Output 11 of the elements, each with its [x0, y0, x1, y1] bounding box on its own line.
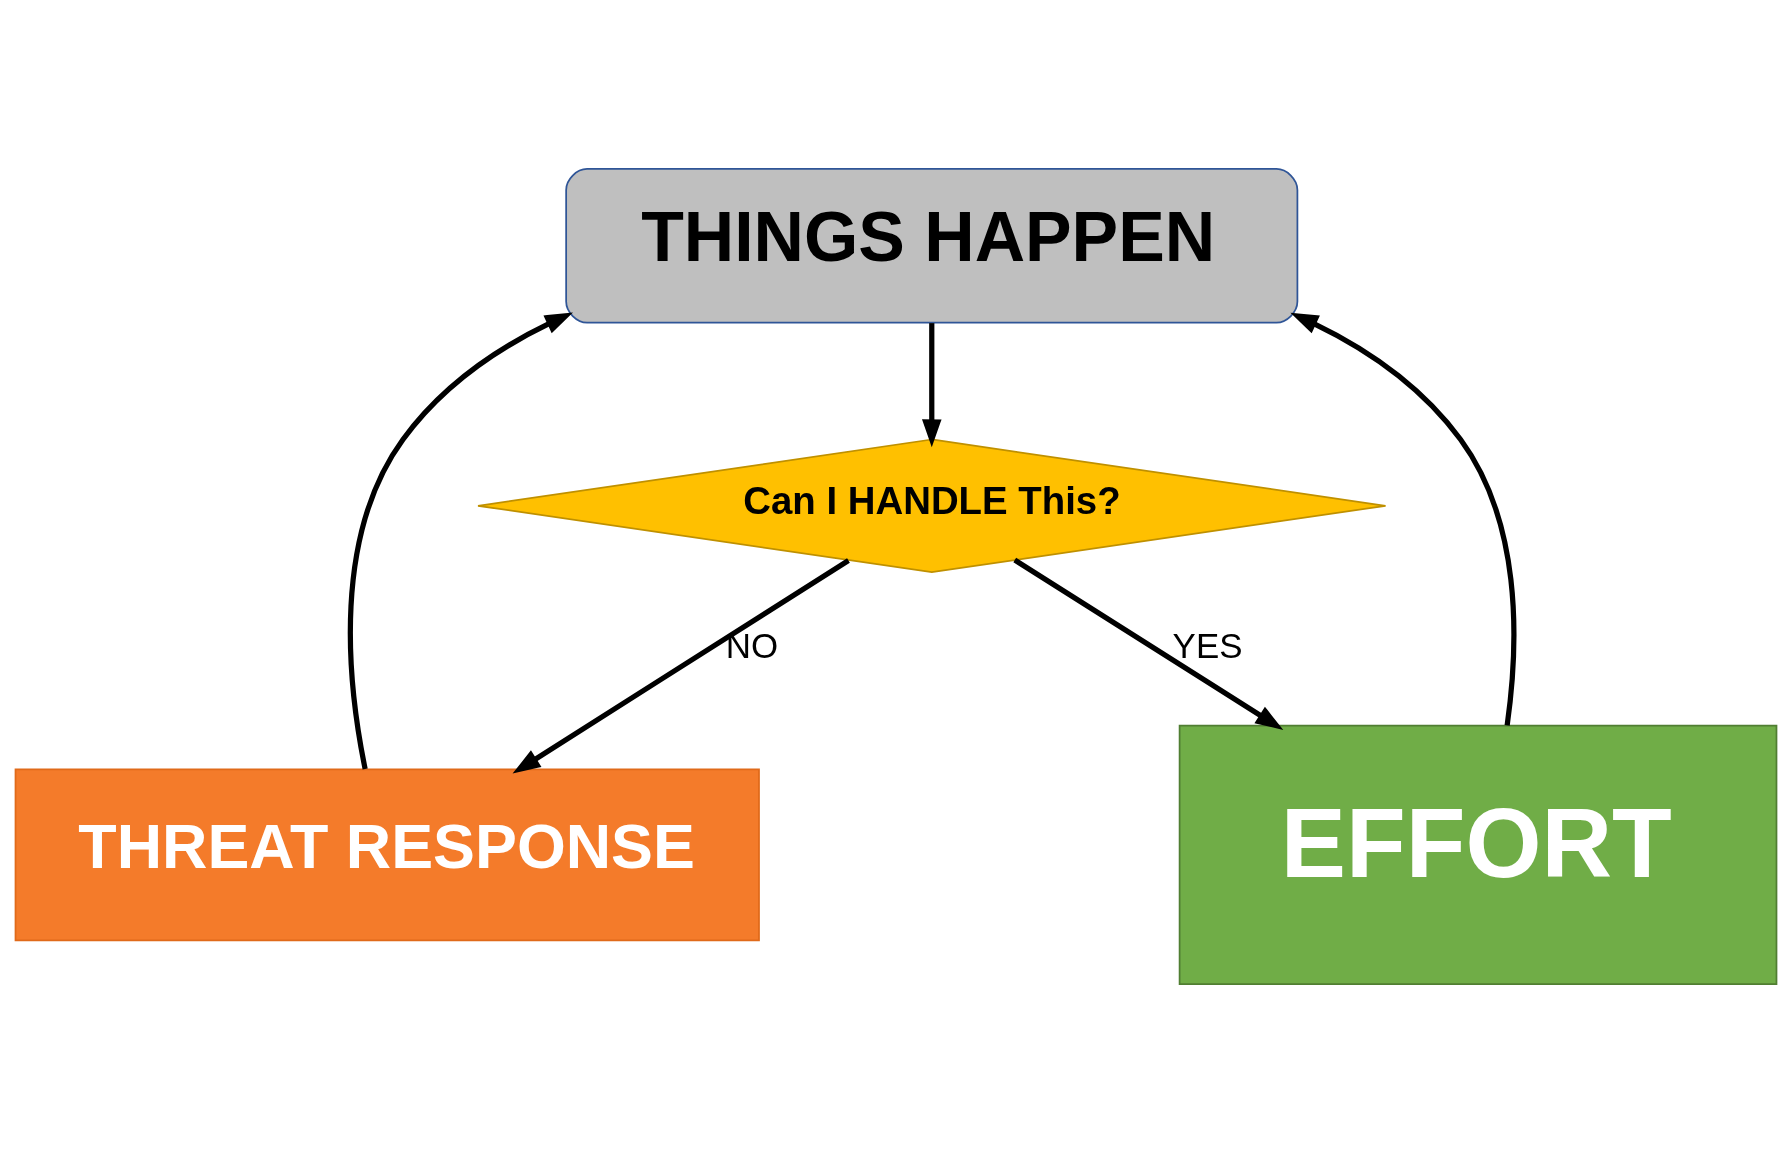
node-box: EFFORT — [1178, 724, 1778, 985]
arrow — [1013, 557, 1284, 730]
node-diamond: Can I HANDLE This? — [477, 438, 1387, 573]
node-box: THINGS HAPPEN — [565, 167, 1299, 323]
edge-label: NO — [725, 625, 779, 665]
arrow — [512, 557, 850, 774]
edge-label: YES — [1172, 625, 1243, 665]
node-box: THREAT RESPONSE — [14, 767, 760, 941]
arrow — [921, 322, 942, 447]
arrow — [1290, 312, 1517, 726]
arrow — [347, 312, 573, 769]
